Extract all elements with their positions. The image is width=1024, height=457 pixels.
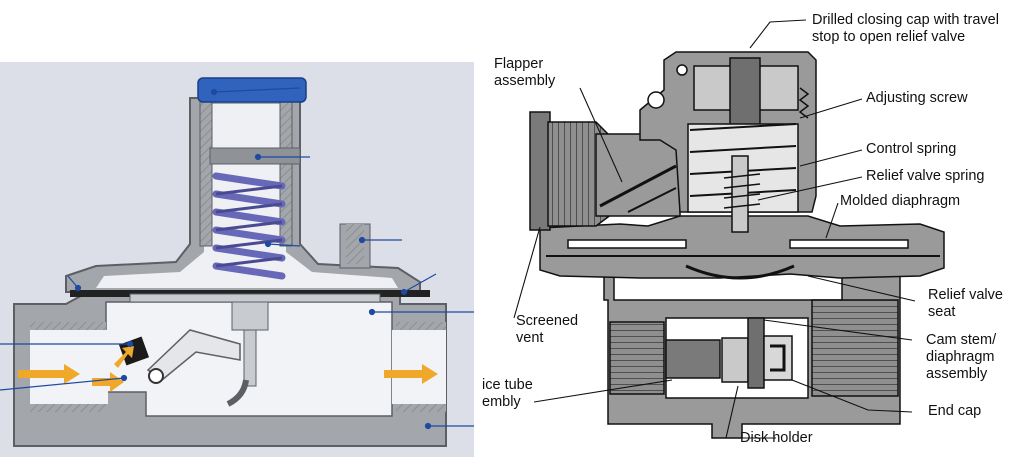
label-screened-vent: Screened vent (516, 313, 578, 347)
valve-stem-lower (243, 329, 257, 387)
tower-boss (647, 91, 665, 109)
flapper-plate-2 (627, 187, 677, 213)
label-drilled-line-2: stop to open relief valve (812, 29, 966, 45)
label-vent-line-2: vent (516, 330, 544, 346)
curved-link (226, 379, 249, 407)
inlet-bore (30, 330, 108, 404)
left-leader-lines (0, 87, 474, 430)
valve-stem (231, 301, 269, 331)
label-vent-line-1: Screened (516, 313, 579, 329)
label-drilled-line-1: Drilled closing cap with travel (812, 12, 999, 28)
label-cam-line-2: diaphragm (926, 349, 995, 365)
control-spring-right (689, 123, 797, 197)
label-orifice-line-1: ice tube (482, 377, 533, 393)
molded-diaphragm-right (789, 239, 909, 249)
flapper-plate (599, 164, 677, 208)
inlet-threads-top (30, 322, 106, 330)
vent-housing (529, 111, 551, 231)
label-end-cap: End cap (928, 403, 982, 419)
gas-flow-arrows (18, 346, 438, 392)
label-adjusting-screw: Adjusting screw (866, 90, 968, 106)
label-orifice-line-2: embly (482, 394, 521, 410)
adjusting-screw-threads (798, 87, 810, 119)
spring-seat (209, 147, 301, 165)
outlet-port (811, 299, 899, 397)
label-orifice-tube-assembly: ice tube embly (482, 377, 533, 411)
end-cap-insert (763, 335, 793, 381)
vent-boss-thread (346, 224, 364, 264)
cam-link (770, 344, 786, 372)
inlet-threads-bottom (30, 404, 106, 412)
label-relief-valve-spring: Relief valve spring (866, 168, 985, 184)
label-drilled-closing-cap: Drilled closing cap with travel stop to … (812, 12, 999, 46)
label-flapper-assembly: Flapper assembly (494, 56, 555, 90)
orifice-tube (665, 339, 721, 379)
diaphragm-housing (539, 215, 945, 279)
tower-hole (676, 64, 688, 76)
outlet-bore (392, 330, 446, 404)
adjusting-screw (729, 57, 761, 131)
disk-holder (721, 337, 749, 383)
label-flapper-line-1: Flapper (494, 56, 544, 72)
label-relief-valve-seat: Relief valve seat (928, 287, 1003, 321)
lever-pivot (148, 368, 164, 384)
outlet-threads-bottom (396, 404, 446, 412)
right-section-drawing (529, 51, 945, 439)
relief-valve-spring (723, 173, 761, 209)
relief-stem (731, 155, 749, 233)
label-cam-line-1: Cam stem/ (926, 332, 997, 348)
cam-stem (747, 317, 765, 389)
label-cam-line-3: assembly (926, 366, 988, 382)
inlet-port (609, 321, 665, 395)
outlet-threads-top (396, 322, 446, 330)
relief-valve-seat (685, 264, 795, 280)
label-cam-stem-assembly: Cam stem/ diaphragm assembly (926, 332, 996, 383)
label-molded-diaphragm: Molded diaphragm (840, 193, 961, 209)
adjusting-screw-threads-left (199, 95, 213, 247)
diaphragm-plate (129, 293, 381, 303)
flapper-body (595, 133, 681, 217)
label-relief-seat-line-1: Relief valve (928, 287, 1003, 303)
control-spring-back (215, 184, 283, 268)
label-control-spring: Control spring (866, 141, 957, 157)
label-relief-seat-line-2: seat (928, 304, 956, 320)
molded-diaphragm-left (567, 239, 687, 249)
left-cutaway-illustration (0, 62, 474, 457)
label-flapper-line-2: assembly (494, 73, 556, 89)
right-leader-lines (513, 19, 916, 439)
control-spring (212, 172, 286, 280)
label-disk-holder: Disk holder (740, 430, 813, 446)
